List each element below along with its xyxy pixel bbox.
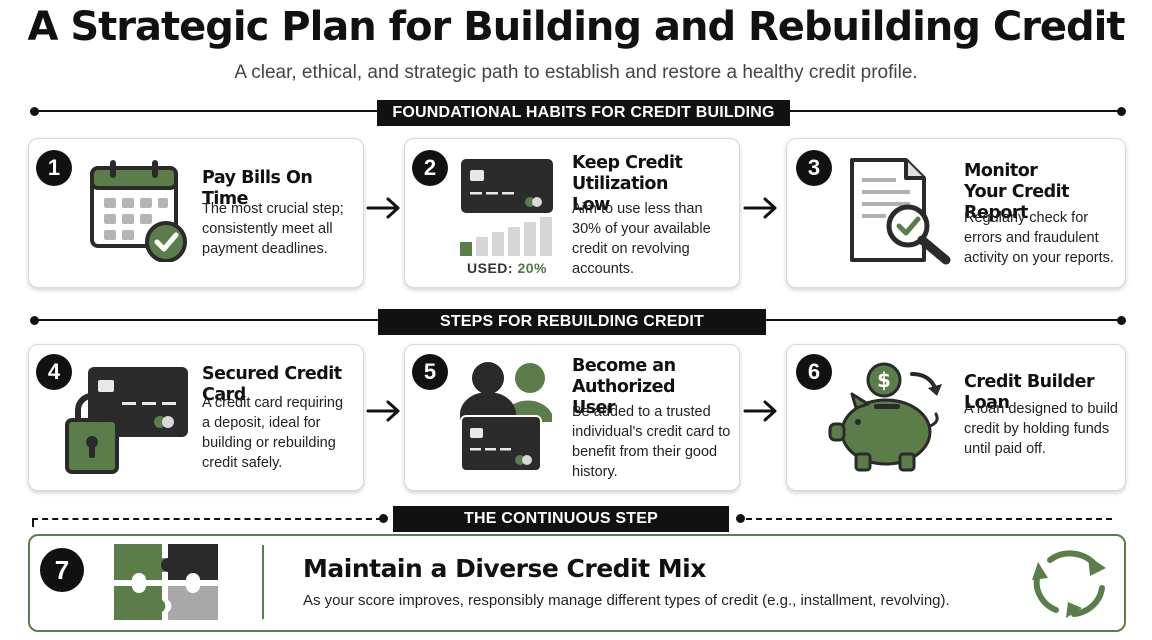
step-title: Credit Builder Loan — [964, 372, 1095, 413]
line-dot — [1117, 316, 1126, 325]
utilization-bar — [476, 237, 488, 256]
puzzle-icon — [114, 544, 218, 620]
line-dot — [379, 514, 388, 523]
card-separator — [262, 545, 264, 619]
used-value: 20% — [517, 260, 547, 276]
section-banner-rebuilding: STEPS FOR REBUILDING CREDIT — [378, 309, 766, 335]
step-description: Be added to a trusted individual's credi… — [572, 404, 731, 480]
credit-card-icon — [461, 159, 553, 213]
step-description: Regularly check for errors and fraudulen… — [964, 210, 1114, 266]
report-magnifier-icon — [850, 158, 951, 265]
divider-line-dashed — [32, 518, 382, 520]
step-card-3 — [786, 138, 1126, 288]
step-title: Secured Credit Card — [202, 364, 342, 405]
utilization-bar — [492, 232, 504, 256]
used-label: USED: — [467, 260, 514, 276]
step-description: As your score improves, responsibly mana… — [303, 592, 950, 609]
section-banner-foundational: FOUNDATIONAL HABITS FOR CREDIT BUILDING — [377, 100, 790, 126]
divider-line — [34, 319, 380, 321]
step-description: Aim to use less than 30% of your availab… — [572, 201, 711, 277]
utilization-bar — [540, 217, 552, 256]
step-title: Pay Bills On Time — [202, 168, 313, 209]
piggy-bank-icon: $ — [828, 362, 942, 472]
step-description: A credit card requiring a deposit, ideal… — [202, 395, 344, 471]
card-lock-icon — [65, 367, 188, 474]
step-title: Maintain a Diverse Credit Mix — [303, 554, 706, 583]
arrow-right-icon — [743, 197, 777, 219]
step-card-1 — [28, 138, 364, 288]
page-subtitle: A clear, ethical, and strategic path to … — [234, 62, 918, 83]
step-card-2 — [404, 138, 740, 288]
utilization-bar — [460, 242, 472, 256]
divider-line-dashed — [32, 518, 34, 527]
divider-line-dashed — [746, 518, 1112, 520]
divider-line — [790, 110, 1120, 112]
divider-line — [766, 319, 1120, 321]
step-title: Monitor Your Credit Report — [964, 161, 1070, 223]
calendar-check-icon — [90, 160, 187, 262]
step-number-badge: 6 — [796, 354, 832, 390]
utilization-bar — [524, 222, 536, 256]
users-card-icon — [460, 362, 552, 472]
arrow-right-icon — [366, 400, 400, 422]
line-dot — [1117, 107, 1126, 116]
step-number-badge: 5 — [412, 354, 448, 390]
step-title: Keep Credit Utilization Low — [572, 153, 683, 215]
step-number-badge: 4 — [36, 354, 72, 390]
cycle-arrows-icon — [1032, 550, 1106, 618]
step-card-6 — [786, 344, 1126, 491]
arrow-right-icon — [366, 197, 400, 219]
arrow-right-icon — [743, 400, 777, 422]
step-title: Become an Authorized User — [572, 356, 676, 418]
section-banner-continuous: THE CONTINUOUS STEP — [393, 506, 729, 532]
step-number-badge: 7 — [40, 548, 84, 592]
line-dot — [736, 514, 745, 523]
step-number-badge: 3 — [796, 150, 832, 186]
divider-line — [34, 110, 380, 112]
utilization-readout: USED: 20% — [467, 260, 547, 276]
page-title: A Strategic Plan for Building and Rebuil… — [27, 4, 1125, 50]
utilization-bar — [508, 227, 520, 256]
step-number-badge: 1 — [36, 150, 72, 186]
utilization-bars — [460, 217, 552, 256]
step-description: The most crucial step; consistently meet… — [202, 201, 344, 257]
step-number-badge: 2 — [412, 150, 448, 186]
step-description: A loan designed to build credit by holdi… — [964, 401, 1118, 457]
svg-text:$: $ — [877, 368, 891, 392]
